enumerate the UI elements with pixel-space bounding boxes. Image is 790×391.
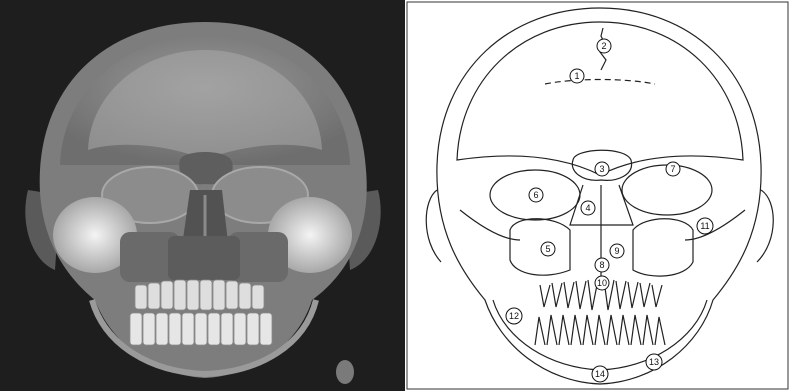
skull-radiograph-panel [0,0,405,391]
skull-tracing-panel: 1 2 3 4 5 6 7 8 9 10 11 12 13 14 [405,0,790,391]
svg-text:5: 5 [545,244,550,254]
skull-tracing: 1 2 3 4 5 6 7 8 9 10 11 12 13 14 [405,0,790,391]
label-3: 3 [595,162,609,176]
svg-text:14: 14 [595,369,605,379]
tracing-background [405,0,790,391]
nasal-turbinates [168,236,240,280]
lower-teeth [130,313,272,345]
svg-text:12: 12 [509,311,519,321]
label-2: 2 [597,39,611,53]
svg-text:6: 6 [533,190,538,200]
svg-text:7: 7 [670,164,675,174]
svg-text:11: 11 [700,221,709,231]
label-9: 9 [610,244,624,258]
svg-text:1: 1 [574,71,579,81]
label-6: 6 [529,188,543,202]
label-5: 5 [541,242,555,256]
film-marker [336,360,354,384]
label-8: 8 [595,258,609,272]
label-13: 13 [646,354,662,370]
label-1: 1 [570,69,584,83]
svg-text:8: 8 [599,260,604,270]
svg-text:10: 10 [597,278,607,288]
svg-text:13: 13 [649,357,659,367]
label-11: 11 [697,218,713,234]
label-12: 12 [506,308,522,324]
svg-text:3: 3 [599,164,604,174]
label-10: 10 [595,276,609,290]
label-4: 4 [581,201,595,215]
svg-text:2: 2 [601,41,606,51]
label-7: 7 [666,162,680,176]
svg-text:9: 9 [614,246,619,256]
skull-radiograph [0,0,405,391]
label-14: 14 [592,366,608,382]
svg-text:4: 4 [585,203,590,213]
